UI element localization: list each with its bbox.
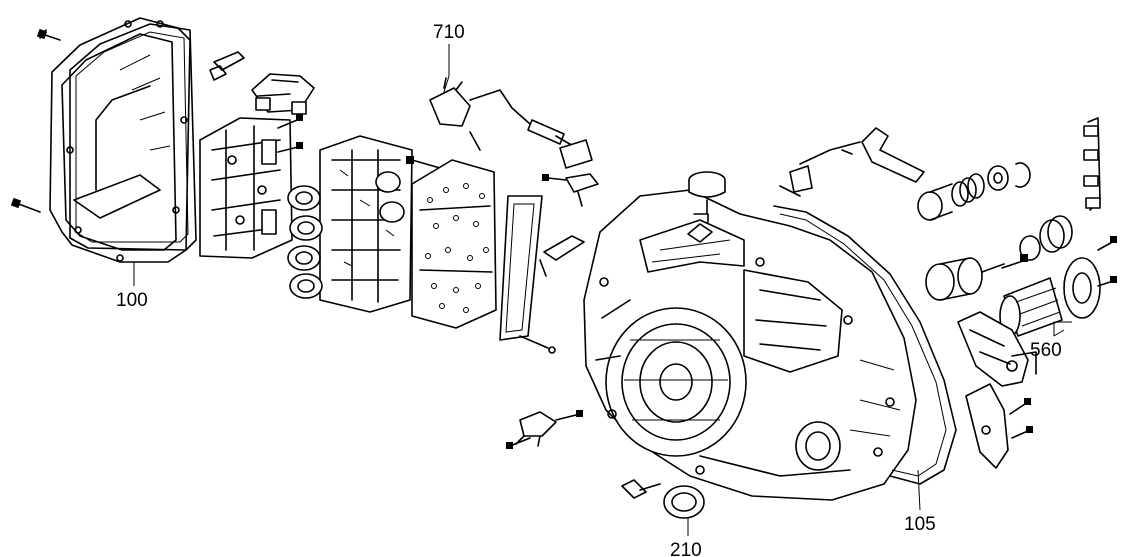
side-cover-pan	[49, 17, 191, 263]
callout-leaders	[133, 44, 1072, 536]
separator-plate	[411, 159, 497, 329]
fill-cap	[687, 171, 726, 243]
valve-cover-bracket	[1083, 117, 1101, 211]
shift-solenoids	[287, 171, 405, 299]
drain-plug	[621, 479, 661, 499]
callout-710: 710	[433, 22, 465, 43]
range-sensor	[506, 410, 583, 449]
valve-body-bolt	[406, 156, 441, 169]
callout-560: 560	[1030, 340, 1062, 361]
case-bracket	[542, 173, 599, 207]
mount-bracket	[957, 311, 1037, 387]
speed-sensor-assembly	[429, 77, 593, 169]
cover-gasket	[69, 23, 197, 251]
plate-bolts	[277, 114, 303, 153]
accumulator-spring-lower	[925, 215, 1073, 301]
accumulator-spring-upper	[917, 162, 1031, 221]
callout-210: 210	[670, 540, 702, 557]
shift-linkage	[779, 127, 925, 197]
oil-filter-assembly	[999, 236, 1117, 337]
channel-plate	[199, 117, 293, 259]
valve-body	[319, 135, 413, 313]
axle-seal	[663, 485, 705, 519]
side-gasket-strip	[499, 195, 556, 354]
callout-100: 100	[116, 290, 148, 311]
callout-105: 105	[904, 514, 936, 535]
cover-bolt-bottom	[10, 197, 41, 213]
case-side-gasket	[773, 205, 957, 485]
wiring-connector	[209, 51, 315, 115]
detent-lever	[539, 235, 585, 277]
lower-mount-bracket	[965, 383, 1033, 469]
cover-bolt-top	[36, 28, 61, 41]
transmission-case	[583, 189, 917, 501]
